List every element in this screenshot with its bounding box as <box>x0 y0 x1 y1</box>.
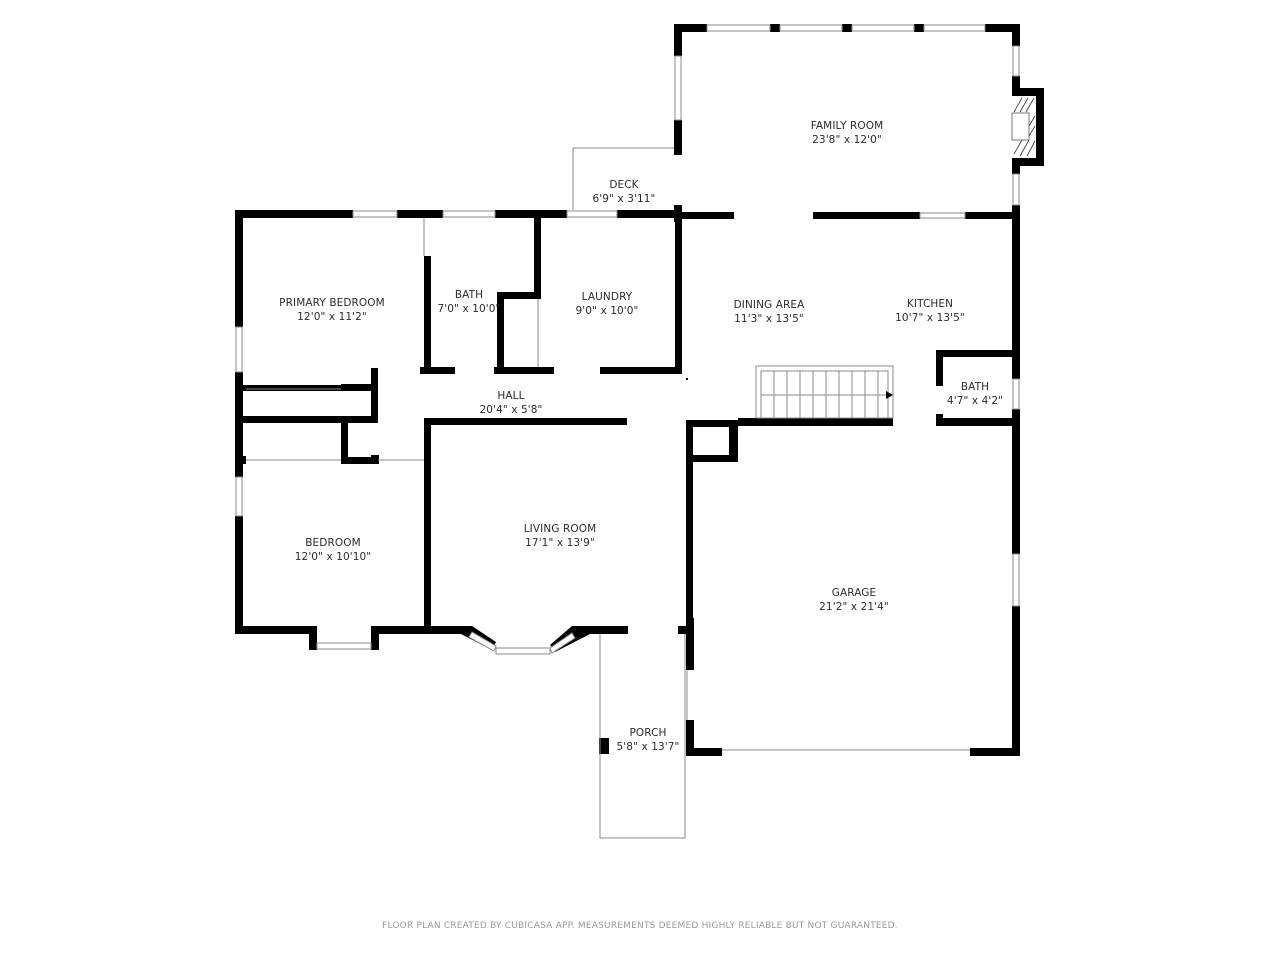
room-garage: GARAGE 21'2" x 21'4" <box>819 586 889 614</box>
room-dimensions: 11'3" x 13'5" <box>734 313 804 325</box>
room-name: LAUNDRY <box>581 291 633 303</box>
room-name: FAMILY ROOM <box>810 120 884 132</box>
room-bath-1: BATH 7'0" x 10'0" <box>438 288 501 316</box>
room-kitchen: KITCHEN 10'7" x 13'5" <box>895 297 965 325</box>
room-living-room: LIVING ROOM 17'1" x 13'9" <box>524 522 597 550</box>
room-name: LIVING ROOM <box>523 523 597 535</box>
room-family-room: FAMILY ROOM 23'8" x 12'0" <box>811 119 884 147</box>
room-dimensions: 17'1" x 13'9" <box>525 537 595 549</box>
room-laundry: LAUNDRY 9'0" x 10'0" <box>576 290 639 318</box>
room-name: PORCH <box>629 727 667 739</box>
room-name: BATH <box>960 381 990 393</box>
room-name: DINING AREA <box>733 299 805 311</box>
room-dimensions: 12'0" x 11'2" <box>297 311 367 323</box>
room-bedroom: BEDROOM 12'0" x 10'10" <box>295 536 371 564</box>
footer-disclaimer: FLOOR PLAN CREATED BY CUBICASA APP. MEAS… <box>382 921 898 931</box>
room-dimensions: 10'7" x 13'5" <box>895 312 965 324</box>
room-dining-area: DINING AREA 11'3" x 13'5" <box>734 298 805 326</box>
room-bath-2: BATH 4'7" x 4'2" <box>947 380 1003 408</box>
room-porch: PORCH 5'8" x 13'7" <box>617 726 680 754</box>
room-dimensions: 23'8" x 12'0" <box>812 134 882 146</box>
room-hall: HALL 20'4" x 5'8" <box>480 389 543 417</box>
room-dimensions: 9'0" x 10'0" <box>575 305 639 317</box>
room-name: GARAGE <box>831 587 877 599</box>
walls <box>235 24 1044 756</box>
room-dimensions: 20'4" x 5'8" <box>479 404 543 416</box>
room-name: KITCHEN <box>906 298 954 310</box>
windows <box>235 24 1020 655</box>
room-dimensions: 21'2" x 21'4" <box>819 601 889 613</box>
room-name: PRIMARY BEDROOM <box>279 297 385 309</box>
fireplace-icon <box>1011 96 1036 158</box>
stair-arrow-icon <box>886 391 893 399</box>
room-name: BATH <box>454 289 484 301</box>
room-dimensions: 4'7" x 4'2" <box>946 395 1004 407</box>
room-primary-bedroom: PRIMARY BEDROOM 12'0" x 11'2" <box>279 296 385 324</box>
room-dimensions: 5'8" x 13'7" <box>616 741 680 753</box>
staircase <box>755 365 894 419</box>
room-name: BEDROOM <box>305 537 361 549</box>
room-dimensions: 6'9" x 3'11" <box>592 193 656 205</box>
room-name: DECK <box>609 179 639 191</box>
room-deck: DECK 6'9" x 3'11" <box>593 178 656 206</box>
room-dimensions: 12'0" x 10'10" <box>294 551 372 563</box>
room-dimensions: 7'0" x 10'0" <box>437 303 501 315</box>
thin-outlines <box>246 147 970 839</box>
room-name: HALL <box>497 390 525 402</box>
